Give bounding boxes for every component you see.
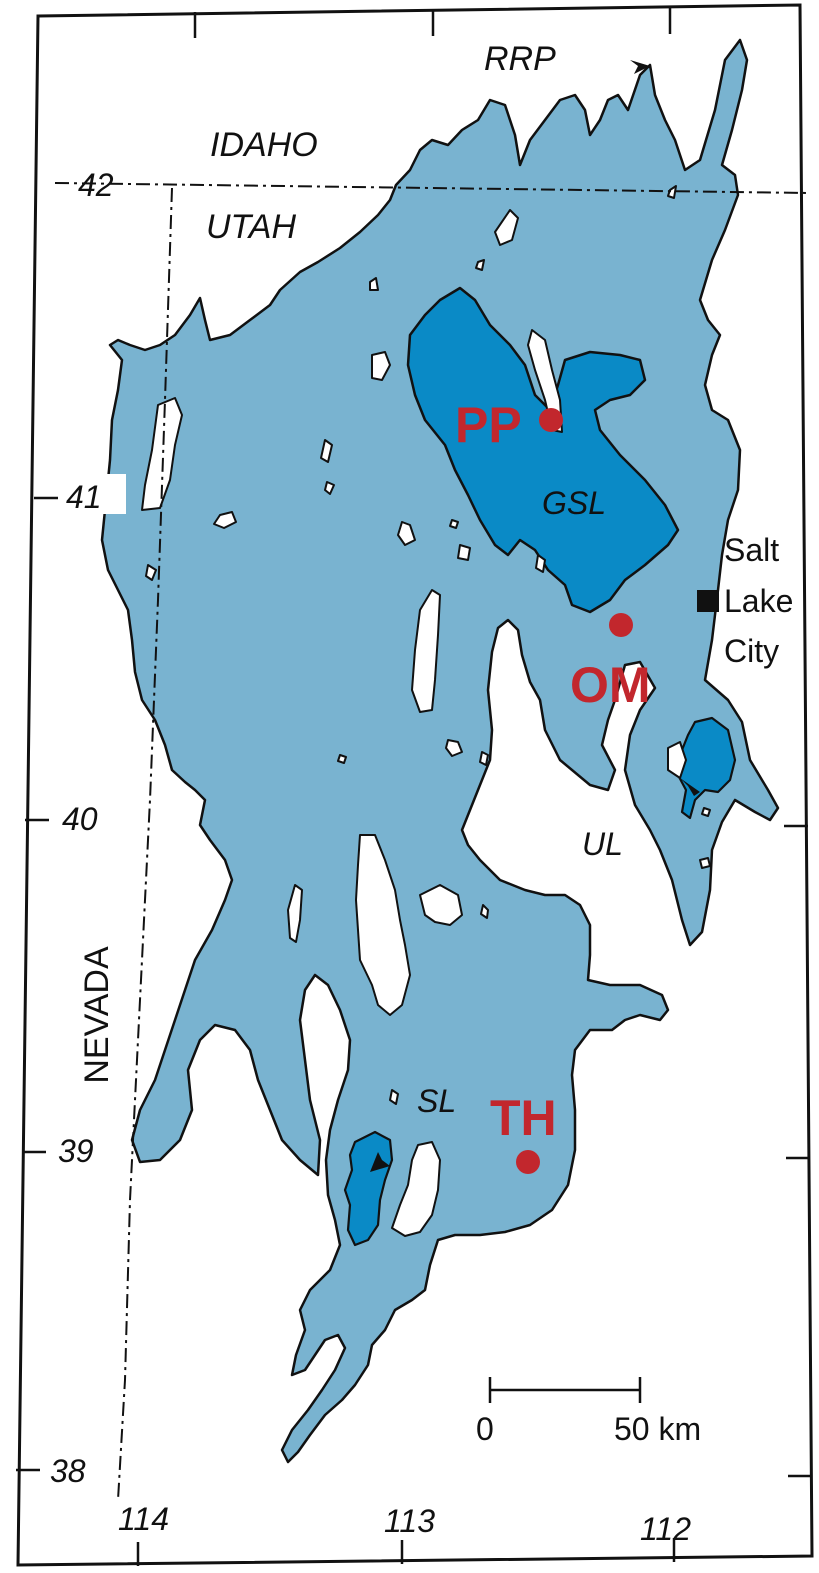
longitude-label: 114 (118, 1501, 169, 1537)
site-marker-th (516, 1150, 540, 1174)
nevada-utah-border (117, 187, 173, 1501)
city-marker (697, 590, 719, 612)
city-label-line2: Lake (724, 583, 793, 619)
scale-bar (488, 1377, 642, 1403)
city-label-line3: City (724, 633, 779, 669)
arrow-icon (370, 1152, 390, 1172)
latitude-label: 42 (78, 167, 114, 203)
state-boundaries (54, 182, 809, 1501)
scale-bar-end-label: 50 km (614, 1411, 701, 1447)
site-label-th: TH (490, 1090, 557, 1146)
latitude-label: 41 (66, 479, 102, 515)
region-label-utah: UTAH (206, 208, 296, 246)
city-label-line1: Salt (724, 532, 779, 568)
site-marker-om (609, 613, 633, 637)
site-marker-pp (539, 408, 563, 432)
arrow-icon (680, 778, 700, 796)
latitude-label: 40 (62, 801, 98, 837)
site-label-pp: PP (455, 397, 522, 453)
longitude-label: 112 (640, 1511, 691, 1547)
region-label-idaho: IDAHO (210, 126, 318, 164)
idaho-utah-border (54, 182, 809, 194)
region-label-rrp: RRP (484, 40, 556, 78)
lake-label-ul: UL (582, 826, 623, 862)
region-label-nevada: NEVADA (78, 946, 116, 1084)
site-label-om: OM (570, 657, 651, 713)
frame-ticks (16, 8, 812, 1566)
latitude-label: 38 (50, 1453, 86, 1489)
lake-label-sl: SL (417, 1083, 456, 1119)
map-frame (16, 3, 814, 1567)
latitude-label: 39 (58, 1133, 94, 1169)
islands (141, 185, 711, 1237)
lake-label-gsl: GSL (542, 485, 606, 521)
longitude-label: 113 (384, 1503, 435, 1539)
arrow-icon (630, 60, 650, 74)
scale-bar-start-label: 0 (476, 1411, 494, 1447)
label-backdrop (62, 474, 126, 514)
